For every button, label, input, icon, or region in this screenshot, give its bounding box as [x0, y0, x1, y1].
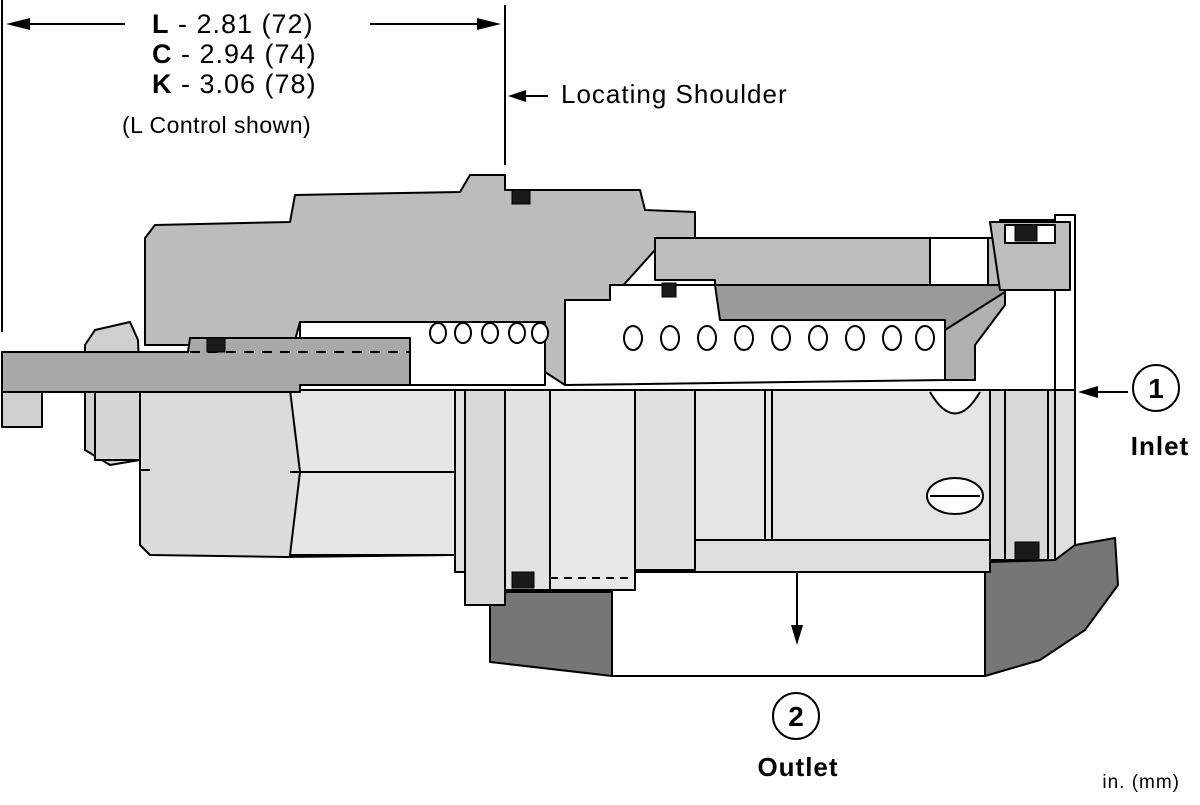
o-ring-seal: [511, 571, 535, 589]
dimension-code-1: L: [152, 9, 170, 39]
cage-hole: [623, 325, 643, 351]
spring-coil: [481, 322, 499, 344]
lower-body-section-c: [634, 389, 696, 571]
locating-shoulder-label: Locating Shoulder: [561, 79, 788, 109]
cavity-bore: [611, 571, 986, 677]
outlet-port-label: Outlet: [757, 752, 838, 782]
cage-hole: [882, 325, 902, 351]
o-ring-seal: [1014, 224, 1038, 242]
cage-hole: [660, 325, 680, 351]
lower-body-section-a: [504, 389, 551, 591]
dimension-line-1: L - 2.81 (72): [152, 9, 314, 39]
dimension-value-1: - 2.81 (72): [170, 9, 314, 39]
dimension-value-3: - 3.06 (78): [173, 69, 317, 99]
inlet-port-label: Inlet: [1131, 431, 1189, 461]
cage-hole: [771, 325, 791, 351]
cage-hole: [734, 325, 754, 351]
lower-body-section-b: [549, 389, 636, 591]
dimension-arrow-left: [6, 18, 30, 30]
dimension-value-2: - 2.94 (74): [173, 39, 317, 69]
lock-nut: [94, 389, 141, 461]
o-ring-seals: [206, 189, 1040, 589]
spring-coil: [429, 322, 447, 344]
lower-body-end: [989, 389, 1056, 561]
spring-coils: [429, 322, 549, 344]
cage-hole: [808, 325, 828, 351]
spring-coil: [531, 322, 549, 344]
inlet-port-number: 1: [1148, 373, 1164, 404]
seat-ring: [944, 291, 1006, 381]
sleeve-slot: [929, 237, 989, 287]
spring-coil: [454, 322, 472, 344]
lower-body-section-d: [694, 389, 991, 541]
dimension-note: (L Control shown): [122, 112, 311, 138]
units-label: in. (mm): [1102, 772, 1180, 793]
cage-holes: [623, 325, 935, 351]
cavity-housing-right: [984, 537, 1119, 677]
callout-arrow: [508, 90, 526, 102]
spring-coil: [508, 322, 526, 344]
outlet-port-circle: [772, 692, 820, 740]
dimension-code-2: C: [152, 39, 173, 69]
outlet-arrow-head: [791, 625, 803, 645]
cage-hole: [845, 325, 865, 351]
locating-shoulder-callout: Locating Shoulder: [508, 79, 788, 109]
inlet-arrow-head: [1078, 386, 1098, 398]
port-inlet: 1 Inlet: [1078, 364, 1189, 461]
valve-body: [1, 174, 1119, 677]
port-outlet: 2 Outlet: [757, 572, 838, 782]
o-ring-seal: [661, 282, 677, 298]
inlet-port-opening: [929, 391, 981, 415]
lower-body-shoulder: [464, 389, 506, 606]
cavity-housing-left: [489, 591, 613, 677]
o-ring-seal: [1014, 541, 1040, 561]
dimension-line-3: K - 3.06 (78): [152, 69, 317, 99]
dimension-arrow-right: [477, 18, 501, 30]
dimension-group: [1, 0, 506, 332]
cage-hole: [915, 325, 935, 351]
o-ring-seal: [206, 337, 226, 353]
dimension-line-2: C - 2.94 (74): [152, 39, 317, 69]
inlet-port-circle: [1132, 364, 1180, 412]
poppet-plunger: [1, 337, 411, 393]
dimension-code-3: K: [152, 69, 173, 99]
outlet-port-number: 2: [788, 701, 804, 732]
o-ring-seal: [511, 189, 531, 205]
cage-hole: [697, 325, 717, 351]
